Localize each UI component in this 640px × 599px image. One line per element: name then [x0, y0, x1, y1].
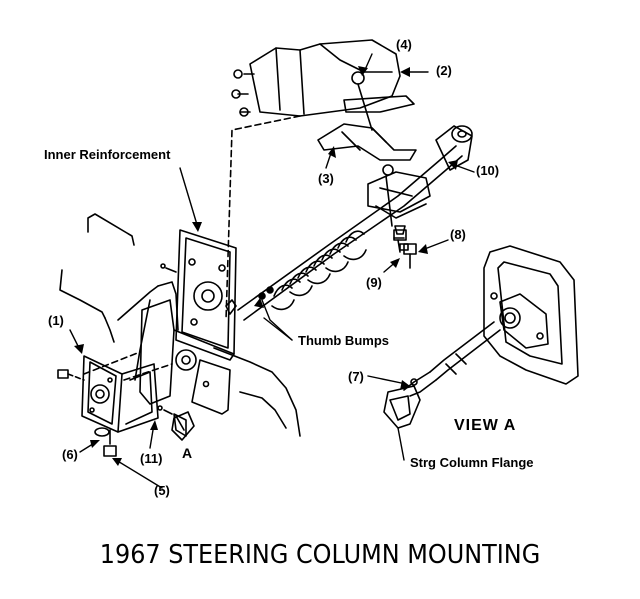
inner-reinforcement-plate [139, 229, 237, 415]
callout-9: (9) [366, 275, 382, 290]
leader-lines [69, 53, 475, 489]
callout-6: (6) [62, 447, 78, 462]
callout-5: (5) [154, 483, 170, 498]
dash-panel-outline [59, 213, 301, 437]
thumb-bumps-label: Thumb Bumps [298, 333, 389, 348]
upper-column-assembly [367, 125, 473, 251]
view-a-detail [383, 245, 579, 429]
callout-1: (1) [48, 313, 64, 328]
diagram-title: 1967 STEERING COLUMN MOUNTING [99, 540, 541, 570]
strg-column-flange-label: Strg Column Flange [410, 455, 534, 470]
callout-3: (3) [318, 171, 334, 186]
view-a-label: VIEW A [454, 417, 517, 434]
column-bracket [317, 123, 417, 161]
callout-8: (8) [450, 227, 466, 242]
callout-2: (2) [436, 63, 452, 78]
lower-column-mounting-left [57, 351, 187, 457]
callout-10: (10) [476, 163, 500, 178]
callout-11: (11) [140, 451, 163, 466]
callout-7: (7) [348, 369, 364, 384]
bolt-and-nut-8-9 [393, 229, 417, 269]
callout-4: (4) [396, 37, 412, 52]
view-a-marker-arrow [171, 411, 195, 441]
a-marker-label: A [182, 445, 193, 461]
dash-support-bracket [225, 39, 415, 321]
inner-reinforcement-label: Inner Reinforcement [44, 147, 171, 162]
arrowheads [74, 66, 458, 466]
steering-column-shaft [225, 145, 463, 321]
